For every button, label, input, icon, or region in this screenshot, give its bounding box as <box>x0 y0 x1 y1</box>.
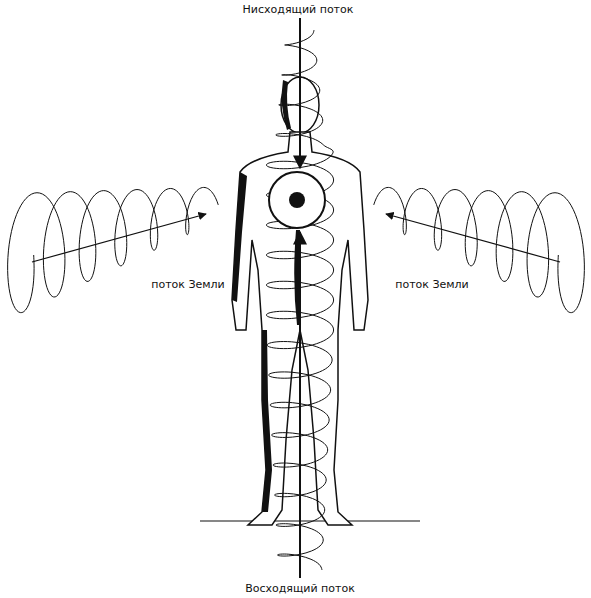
center-dot <box>289 192 305 208</box>
earth-flow-axis <box>32 214 206 262</box>
center-circle <box>269 172 325 228</box>
spiral-group <box>8 30 585 570</box>
earth-flow-axis <box>386 214 560 262</box>
flow-label: Восходящий поток <box>243 582 357 595</box>
ascending-arrow <box>299 232 301 578</box>
figure-shadow <box>262 330 272 512</box>
figure-shadow <box>232 172 247 302</box>
flow-label: Нисходящий поток <box>241 3 356 16</box>
flow-label: поток Земли <box>149 278 227 291</box>
ground-line <box>200 520 420 521</box>
descending-arrow <box>299 18 301 168</box>
earth-spiral <box>374 187 585 312</box>
earth-spiral <box>8 187 219 312</box>
flow-label: поток Земли <box>393 278 471 291</box>
